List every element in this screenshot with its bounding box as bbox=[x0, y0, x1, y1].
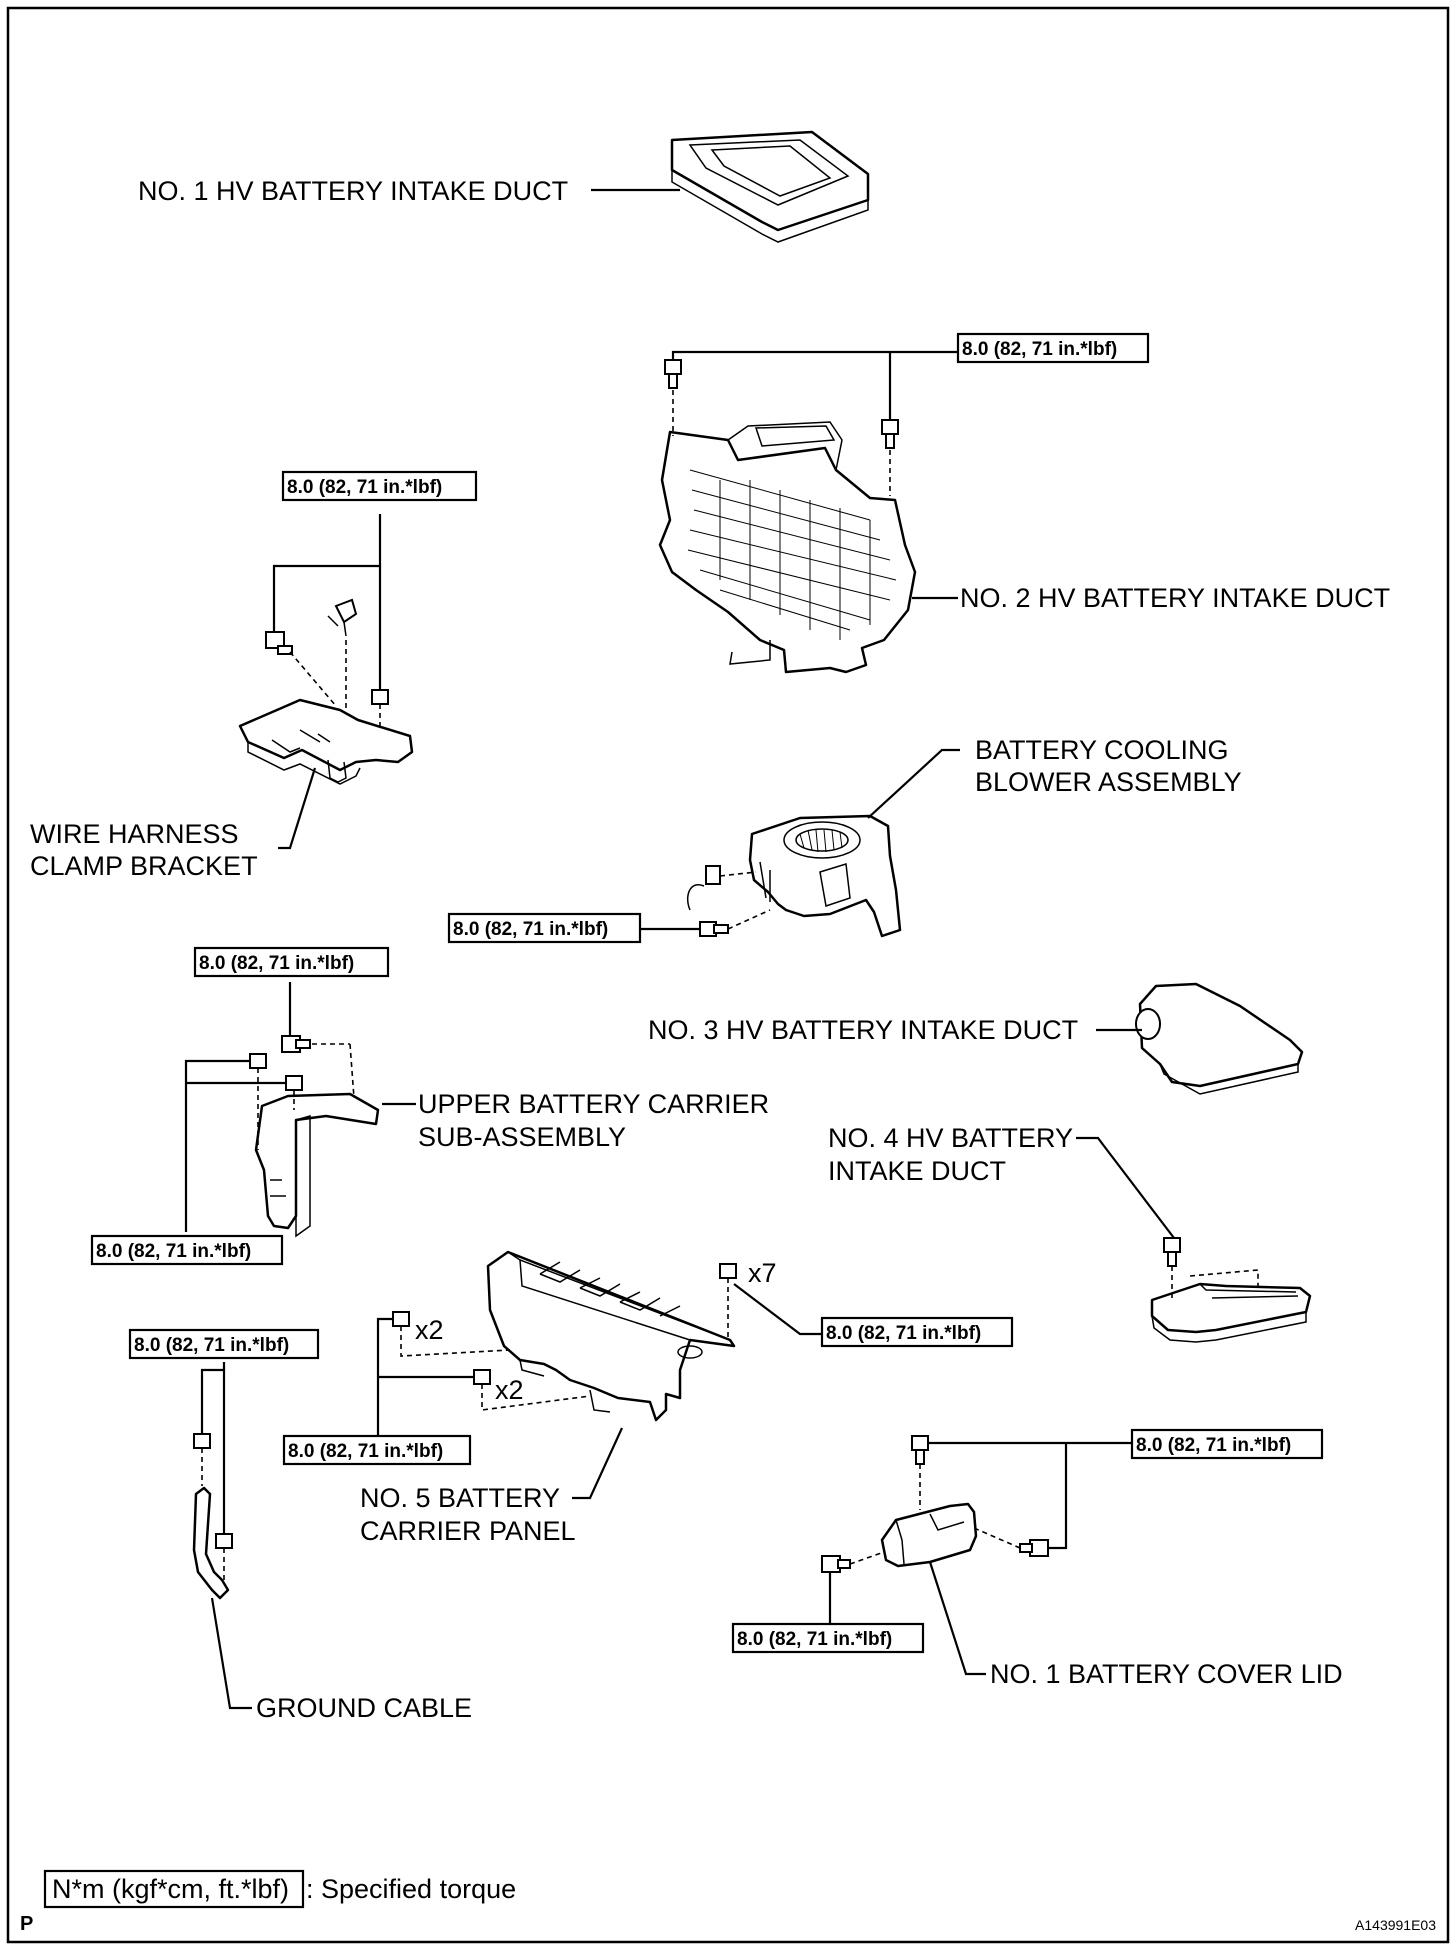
torque-spec-panel-left: 8.0 (82, 71 in.*lbf) bbox=[288, 1441, 443, 1462]
nut-icon bbox=[215, 1533, 233, 1549]
intake-duct-2-drawing bbox=[658, 421, 917, 674]
label-intake-duct-1: NO. 1 HV BATTERY INTAKE DUCT bbox=[138, 176, 568, 206]
nut-icon bbox=[719, 1263, 737, 1279]
bolt-icon bbox=[821, 1555, 851, 1573]
bolt-icon bbox=[1163, 1237, 1181, 1267]
qty-lower-nut: x2 bbox=[495, 1375, 524, 1405]
bolt-icon bbox=[664, 359, 682, 389]
intake-duct-1-drawing bbox=[670, 130, 870, 243]
torque-spec-carrier-bottom: 8.0 (82, 71 in.*lbf) bbox=[96, 1241, 251, 1262]
intake-duct-4-drawing bbox=[1150, 1282, 1312, 1343]
torque-spec-blower: 8.0 (82, 71 in.*lbf) bbox=[453, 919, 608, 940]
wire-harness-clamp-bracket-drawing bbox=[238, 698, 414, 785]
label-blower-line2: BLOWER ASSEMBLY bbox=[975, 767, 1242, 797]
nut-icon bbox=[392, 1311, 410, 1327]
label-panel-line2: CARRIER PANEL bbox=[360, 1516, 576, 1546]
legend-box-text: N*m (kgf*cm, ft.*lbf) bbox=[52, 1874, 289, 1904]
ground-cable-drawing bbox=[192, 1486, 230, 1600]
bolt-icon bbox=[281, 1035, 311, 1053]
diagram-frame bbox=[6, 6, 1450, 1944]
label-intake-duct-2: NO. 2 HV BATTERY INTAKE DUCT bbox=[960, 583, 1390, 613]
torque-spec-cover-lid-bottom: 8.0 (82, 71 in.*lbf) bbox=[737, 1629, 892, 1650]
nut-icon bbox=[193, 1433, 211, 1449]
clip-icon bbox=[327, 598, 358, 637]
torque-spec-ground-cable: 8.0 (82, 71 in.*lbf) bbox=[134, 1335, 289, 1356]
bolt-icon bbox=[265, 631, 293, 655]
intake-duct-3-drawing bbox=[1135, 982, 1304, 1095]
label-harness-line1: WIRE HARNESS bbox=[30, 819, 239, 849]
label-duct4-line1: NO. 4 HV BATTERY bbox=[828, 1123, 1073, 1153]
legend-description: : Specified torque bbox=[306, 1874, 516, 1904]
label-carrier-line1: UPPER BATTERY CARRIER bbox=[418, 1089, 769, 1119]
nut-icon bbox=[371, 689, 389, 705]
label-blower-line1: BATTERY COOLING bbox=[975, 735, 1229, 765]
label-intake-duct-3: NO. 3 HV BATTERY INTAKE DUCT bbox=[648, 1015, 1078, 1045]
label-duct4-line2: INTAKE DUCT bbox=[828, 1156, 1006, 1186]
corner-mark: P bbox=[20, 1913, 33, 1935]
battery-cover-lid-drawing bbox=[880, 1502, 978, 1568]
nut-icon bbox=[285, 1075, 303, 1091]
battery-carrier-panel-drawing bbox=[486, 1250, 736, 1422]
torque-spec-carrier-top: 8.0 (82, 71 in.*lbf) bbox=[199, 953, 354, 974]
label-ground-cable: GROUND CABLE bbox=[256, 1693, 472, 1723]
label-panel-line1: NO. 5 BATTERY bbox=[360, 1483, 560, 1513]
label-carrier-line2: SUB-ASSEMBLY bbox=[418, 1122, 626, 1152]
label-harness-line2: CLAMP BRACKET bbox=[30, 851, 258, 881]
torque-spec-duct-2: 8.0 (82, 71 in.*lbf) bbox=[962, 339, 1117, 360]
label-cover-lid: NO. 1 BATTERY COVER LID bbox=[990, 1659, 1343, 1689]
blower-assembly-drawing bbox=[748, 814, 902, 938]
bolt-icon bbox=[1019, 1539, 1049, 1557]
qty-left-nut: x2 bbox=[415, 1315, 444, 1345]
torque-spec-cover-lid-right: 8.0 (82, 71 in.*lbf) bbox=[1136, 1435, 1291, 1456]
bolt-icon bbox=[699, 921, 729, 937]
bolt-icon bbox=[881, 419, 899, 449]
upper-battery-carrier-drawing bbox=[254, 1092, 380, 1238]
torque-spec-harness-bracket: 8.0 (82, 71 in.*lbf) bbox=[287, 477, 442, 498]
nut-icon bbox=[473, 1369, 491, 1385]
torque-spec-panel-right: 8.0 (82, 71 in.*lbf) bbox=[826, 1323, 981, 1344]
figure-code: A143991E03 bbox=[1355, 1917, 1436, 1933]
nut-icon bbox=[249, 1053, 267, 1069]
bolt-icon bbox=[911, 1435, 929, 1465]
qty-panel-nut: x7 bbox=[748, 1258, 777, 1288]
